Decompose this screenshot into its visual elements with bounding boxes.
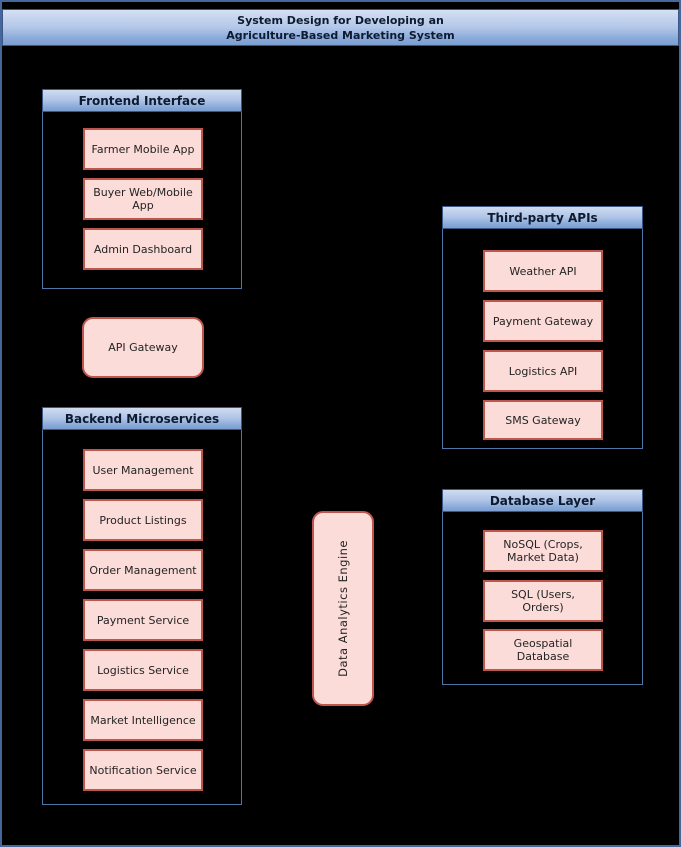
group-third-party-apis: Third-party APIs Weather API Payment Gat… bbox=[442, 206, 643, 449]
node-api-gateway: API Gateway bbox=[82, 317, 204, 378]
node-weather-api: Weather API bbox=[483, 250, 603, 292]
group-frontend-interface-header: Frontend Interface bbox=[42, 89, 242, 112]
node-user-management: User Management bbox=[83, 449, 203, 491]
title-line-1: System Design for Developing an bbox=[237, 13, 444, 27]
diagram-title: System Design for Developing an Agricult… bbox=[2, 9, 679, 46]
node-logistics-service: Logistics Service bbox=[83, 649, 203, 691]
node-logistics-api: Logistics API bbox=[483, 350, 603, 392]
group-frontend-interface: Frontend Interface Farmer Mobile App Buy… bbox=[42, 89, 242, 289]
node-farmer-mobile-app: Farmer Mobile App bbox=[83, 128, 203, 170]
node-admin-dashboard: Admin Dashboard bbox=[83, 228, 203, 270]
node-geospatial-database: Geospatial Database bbox=[483, 629, 603, 671]
data-analytics-engine-label: Data Analytics Engine bbox=[336, 540, 350, 677]
node-market-intelligence: Market Intelligence bbox=[83, 699, 203, 741]
group-database-layer: Database Layer NoSQL (Crops, Market Data… bbox=[442, 489, 643, 685]
node-nosql-crops-market-data: NoSQL (Crops, Market Data) bbox=[483, 530, 603, 572]
node-payment-service: Payment Service bbox=[83, 599, 203, 641]
node-notification-service: Notification Service bbox=[83, 749, 203, 791]
group-database-layer-header: Database Layer bbox=[442, 489, 643, 512]
group-backend-microservices-header: Backend Microservices bbox=[42, 407, 242, 430]
group-third-party-apis-header: Third-party APIs bbox=[442, 206, 643, 229]
node-buyer-web-mobile-app: Buyer Web/Mobile App bbox=[83, 178, 203, 220]
title-line-2: Agriculture-Based Marketing System bbox=[226, 28, 455, 42]
group-backend-microservices: Backend Microservices User Management Pr… bbox=[42, 407, 242, 805]
node-sql-users-orders: SQL (Users, Orders) bbox=[483, 580, 603, 622]
node-product-listings: Product Listings bbox=[83, 499, 203, 541]
node-order-management: Order Management bbox=[83, 549, 203, 591]
node-sms-gateway: SMS Gateway bbox=[483, 400, 603, 440]
node-data-analytics-engine: Data Analytics Engine bbox=[312, 511, 374, 706]
node-payment-gateway: Payment Gateway bbox=[483, 300, 603, 342]
